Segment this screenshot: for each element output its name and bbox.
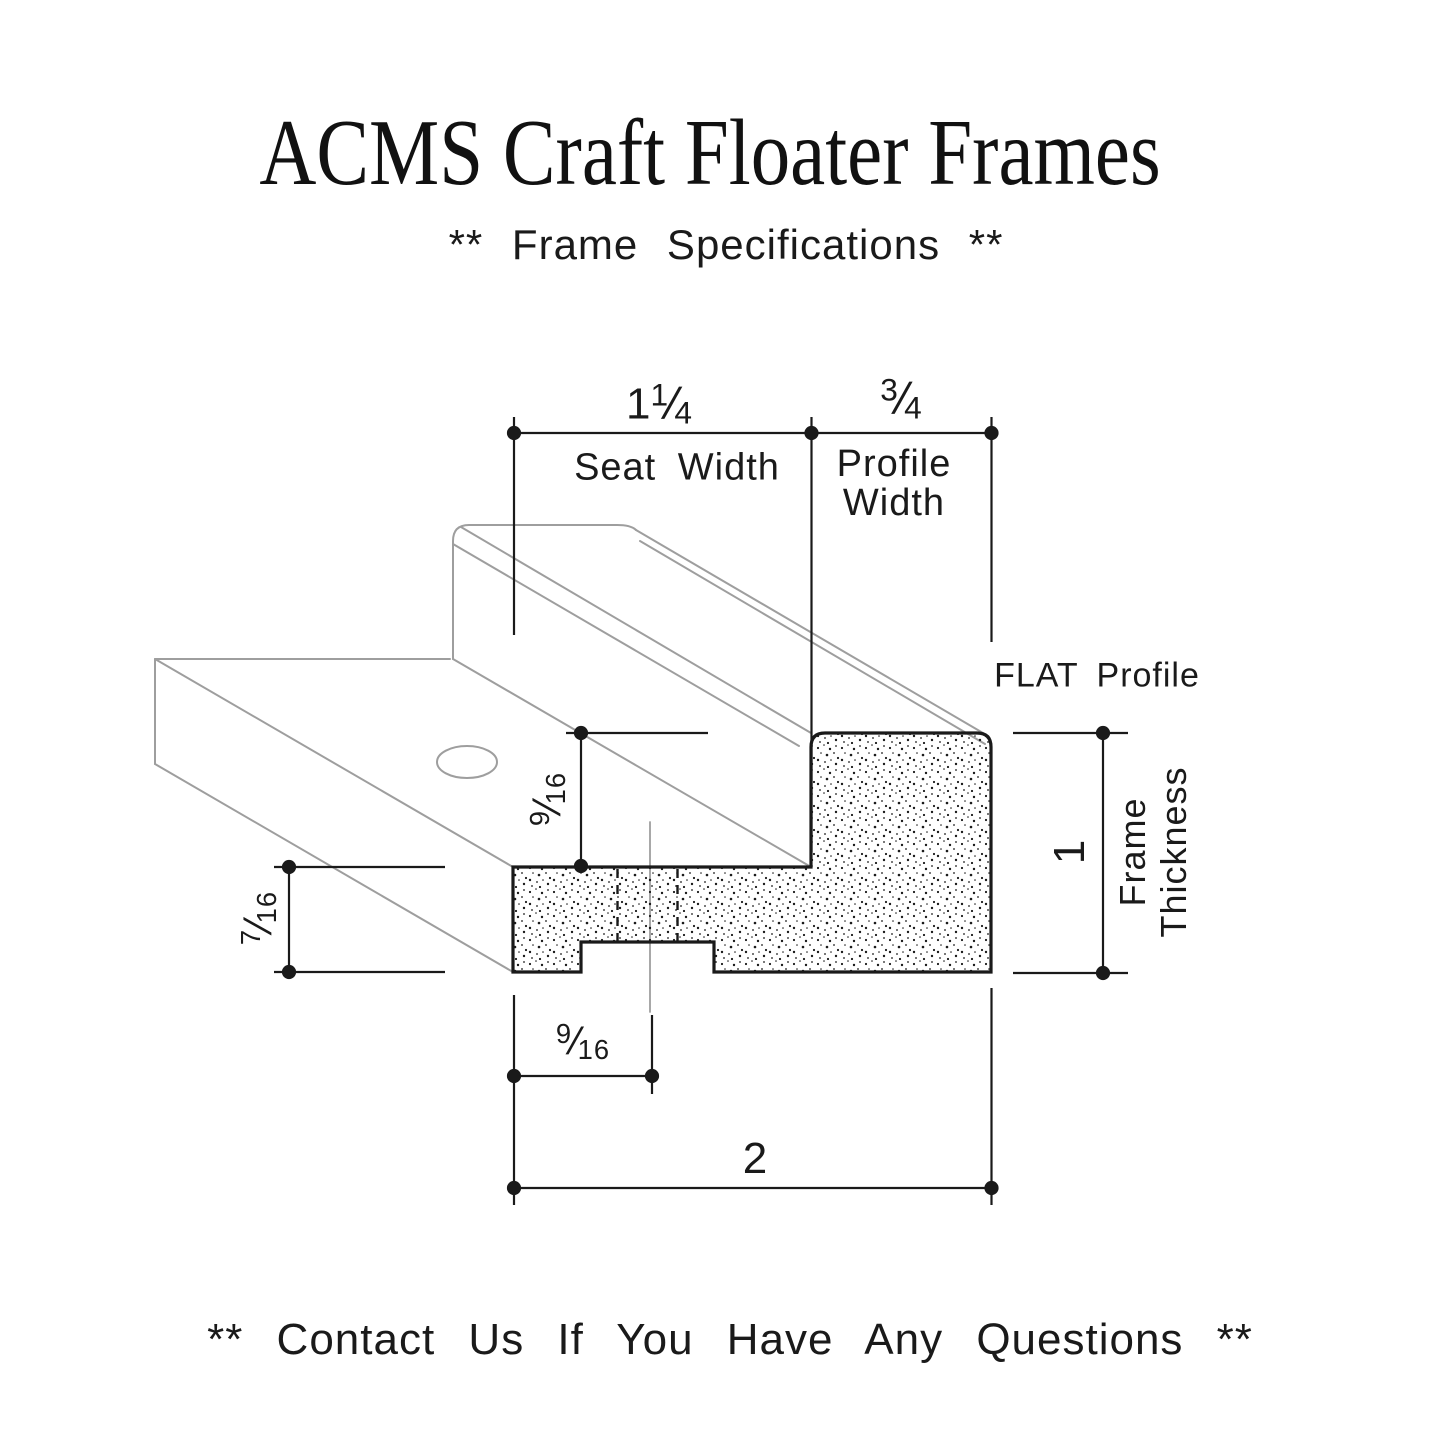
rail-top-left-edge bbox=[460, 526, 812, 734]
seat-depth-value: 9/16 bbox=[524, 771, 571, 827]
overall-width-value: 2 bbox=[742, 1134, 768, 1183]
footer-note: ** Contact Us If You Have Any Questions … bbox=[207, 1315, 1253, 1364]
hidden-slot-lines bbox=[616, 869, 679, 941]
profile-width-label: Profile Width bbox=[836, 443, 952, 524]
seat-back-edge bbox=[452, 658, 812, 868]
far-end-rail-edges bbox=[452, 524, 637, 660]
screw-hole bbox=[436, 745, 498, 779]
frame-thickness-label: Frame Thickness bbox=[1112, 766, 1194, 938]
seat-thickness-value: 7/16 bbox=[235, 890, 282, 946]
page-title: ACMS Craft Floater Frames bbox=[259, 101, 1161, 205]
dimension-lines bbox=[274, 417, 1128, 1205]
cross-section bbox=[511, 731, 993, 974]
page-subtitle: ** Frame Specifications ** bbox=[448, 221, 1004, 268]
seat-width-value: 11/4 bbox=[626, 376, 692, 431]
frame-thickness-value: 1 bbox=[1045, 839, 1094, 865]
rail-top-right-edge bbox=[635, 529, 984, 734]
seat-width-label: Seat Width bbox=[574, 446, 780, 489]
rail-top-left-edge-round bbox=[452, 543, 800, 747]
profile-width-value: 3/4 bbox=[880, 371, 922, 426]
flat-profile-note: FLAT Profile bbox=[994, 656, 1200, 695]
oblique-view bbox=[154, 524, 986, 1013]
seat-front-top-edge bbox=[154, 658, 514, 868]
slot-offset-value: 9/16 bbox=[555, 1018, 611, 1065]
